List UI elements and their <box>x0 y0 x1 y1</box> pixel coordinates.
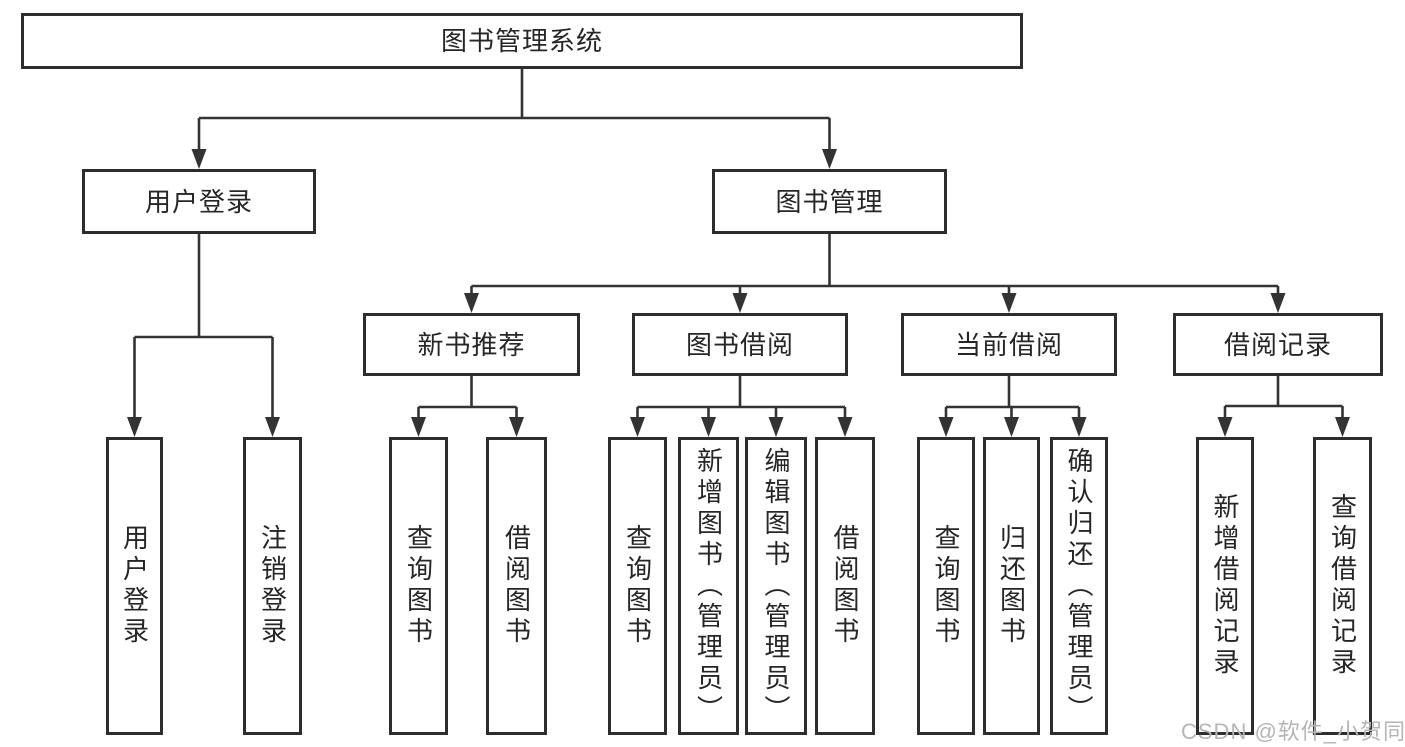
arrowhead-br-add <box>1217 417 1233 437</box>
node-borrow-records: 借阅记录 <box>1173 313 1383 376</box>
node-ul-user-login-label: 用户登录 <box>119 524 150 648</box>
csdn-watermark: CSDN @软件_小贺同学 <box>1181 719 1405 744</box>
node-cb-query-books-label: 查询图书 <box>931 524 961 648</box>
arrowhead-cb-return <box>1004 417 1019 437</box>
arrowhead-current-borrow <box>1001 293 1017 313</box>
node-bb-borrow-books: 借阅图书 <box>815 437 875 735</box>
arrowhead-bb-borrow <box>837 417 853 437</box>
node-nb-borrow-books: 借阅图书 <box>486 437 547 735</box>
node-nb-query-books-label: 查询图书 <box>403 524 434 648</box>
arrowhead-ul-logout <box>265 417 280 437</box>
node-bb-borrow-books-label: 借阅图书 <box>830 524 860 648</box>
node-book-mgmt: 图书管理 <box>712 169 947 234</box>
arrowhead-ul-login <box>127 417 142 437</box>
node-cb-return-books: 归还图书 <box>983 437 1040 735</box>
node-book-borrow: 图书借阅 <box>632 313 848 376</box>
node-current-borrow: 当前借阅 <box>901 313 1117 376</box>
arrowhead-nb-borrow <box>509 417 524 437</box>
node-nb-borrow-books-label: 借阅图书 <box>501 524 532 648</box>
connector-book-borrow-children <box>636 376 847 420</box>
arrowhead-book-borrow <box>732 293 748 313</box>
node-book-borrow-label: 图书借阅 <box>685 329 794 360</box>
node-book-mgmt-system-label: 图书管理系统 <box>440 26 603 56</box>
arrowhead-bb-query <box>630 417 645 437</box>
connector-book-mgmt-children <box>470 234 1280 297</box>
arrowhead-bb-edit <box>768 417 784 437</box>
node-ul-logout: 注销登录 <box>243 437 302 735</box>
node-user-login-label: 用户登录 <box>144 186 253 217</box>
arrowhead-new-book <box>464 293 479 313</box>
node-bb-add-books-admin-label: 新增图书（管理员） <box>693 446 724 726</box>
node-bb-edit-books-admin: 编辑图书（管理员） <box>745 437 807 735</box>
connector-root-to-level2 <box>197 69 831 152</box>
node-cb-query-books: 查询图书 <box>917 437 975 735</box>
node-bb-add-books-admin: 新增图书（管理员） <box>678 437 739 735</box>
connector-borrow-records-children <box>1223 376 1344 420</box>
arrowhead-borrow-records <box>1270 293 1286 313</box>
node-bb-edit-books-admin-label: 编辑图书（管理员） <box>761 446 791 726</box>
node-borrow-records-label: 借阅记录 <box>1223 329 1332 360</box>
connector-user-login-children <box>133 234 274 420</box>
node-br-add-record: 新增借阅记录 <box>1196 437 1254 735</box>
connector-current-borrow-children <box>944 376 1081 420</box>
node-cb-return-books-label: 归还图书 <box>996 524 1027 648</box>
node-nb-query-books: 查询图书 <box>389 437 448 735</box>
node-cb-confirm-return-admin-label: 确认归还（管理员） <box>1064 446 1094 726</box>
arrowhead-bb-add <box>701 417 716 437</box>
node-br-query-record: 查询借阅记录 <box>1313 437 1372 735</box>
node-book-mgmt-label: 图书管理 <box>775 186 884 217</box>
node-book-mgmt-system: 图书管理系统 <box>21 13 1023 69</box>
node-ul-logout-label: 注销登录 <box>257 524 288 648</box>
node-user-login: 用户登录 <box>82 169 316 234</box>
arrowhead-user-login <box>191 149 207 169</box>
node-bb-query-books-label: 查询图书 <box>622 524 653 648</box>
node-new-book-rec: 新书推荐 <box>363 313 580 376</box>
connector-new-book-children <box>417 376 518 420</box>
node-cb-confirm-return-admin: 确认归还（管理员） <box>1050 437 1108 735</box>
arrowhead-cb-confirm <box>1071 417 1087 437</box>
node-new-book-rec-label: 新书推荐 <box>417 329 526 360</box>
node-current-borrow-label: 当前借阅 <box>954 329 1063 360</box>
node-bb-query-books: 查询图书 <box>608 437 667 735</box>
node-br-query-record-label: 查询借阅记录 <box>1327 493 1358 679</box>
arrowhead-cb-query <box>938 417 954 437</box>
node-br-add-record-label: 新增借阅记录 <box>1210 493 1240 679</box>
arrowhead-nb-query <box>411 417 426 437</box>
arrowhead-br-query <box>1335 417 1350 437</box>
arrowhead-book-mgmt <box>822 149 837 169</box>
node-ul-user-login: 用户登录 <box>106 437 163 735</box>
